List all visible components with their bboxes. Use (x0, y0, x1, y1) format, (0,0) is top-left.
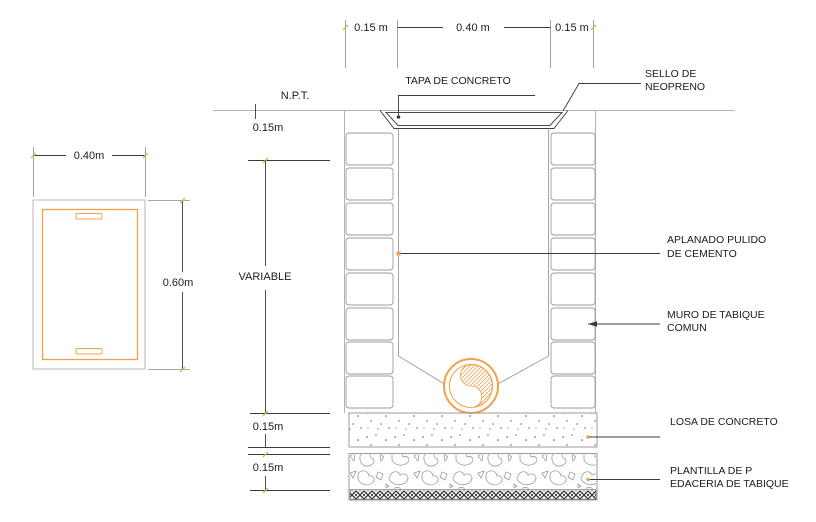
losa-label: LOSA DE CONCRETO (670, 416, 778, 428)
dim-slab-label: 0.15m (253, 421, 284, 433)
section-view: N.P.T. 0.15 m 0.40 m 0.15 m (213, 20, 789, 501)
interior-plaster (398, 128, 549, 386)
plan-height-label: 0.60m (163, 277, 194, 289)
callout-plantilla: PLANTILLA DE P EDACERIA DE TABIQUE (586, 465, 789, 490)
plan-liner (41, 208, 139, 361)
plan-width-label: 0.40m (74, 150, 105, 162)
dim-cover-depth-label: 0.15m (253, 122, 284, 134)
left-brick-column (345, 132, 394, 409)
concrete-slab (348, 412, 598, 448)
plan-outer-box (32, 199, 146, 370)
plan-width-dimension: 0.40m (30, 147, 149, 197)
pipe-symbol (443, 358, 499, 414)
top-dimension-chain: 0.15 m 0.40 m 0.15 m (342, 20, 597, 68)
sello-label-line2: NEOPRENO (645, 81, 705, 93)
aplanado-label-line2: DE CEMENTO (667, 248, 737, 260)
plantilla-label-line1: PLANTILLA DE P (670, 465, 752, 477)
plan-handle-top (75, 213, 103, 220)
dim-bedding-label: 0.15m (253, 462, 284, 474)
dim-top-left-label: 0.15 m (354, 22, 388, 34)
aplanado-label-line1: APLANADO PULIDO (667, 234, 766, 246)
right-brick-column (550, 132, 596, 409)
concrete-cover (379, 110, 569, 129)
plan-handle-bottom (75, 348, 103, 355)
brick-bedding (348, 453, 598, 501)
callout-losa: LOSA DE CONCRETO (586, 416, 778, 439)
plantilla-label-line2: EDACERIA DE TABIQUE (670, 478, 789, 490)
callout-aplanado: APLANADO PULIDO DE CEMENTO (396, 234, 766, 260)
left-dimension-chain: 0.15m VARIABLE 0.15m 0.15m (239, 104, 330, 494)
muro-label-line1: MURO DE TABIQUE (667, 309, 765, 321)
callout-muro: MURO DE TABIQUE COMUN (588, 309, 765, 334)
dim-top-right-label: 0.15 m (555, 22, 589, 34)
plan-view: 0.40m 0.60m (30, 147, 194, 373)
npt-label: N.P.T. (281, 90, 310, 102)
tapa-label: TAPA DE CONCRETO (405, 75, 511, 87)
plan-height-dimension: 0.60m (148, 197, 194, 373)
muro-label-line2: COMUN (667, 322, 707, 334)
callout-sello: SELLO DE NEOPRENO (562, 68, 705, 112)
dim-wall-height-label: VARIABLE (239, 271, 292, 283)
dim-top-center-label: 0.40 m (456, 22, 490, 34)
callout-tapa: TAPA DE CONCRETO (396, 75, 535, 119)
sello-label-line1: SELLO DE (645, 68, 696, 80)
